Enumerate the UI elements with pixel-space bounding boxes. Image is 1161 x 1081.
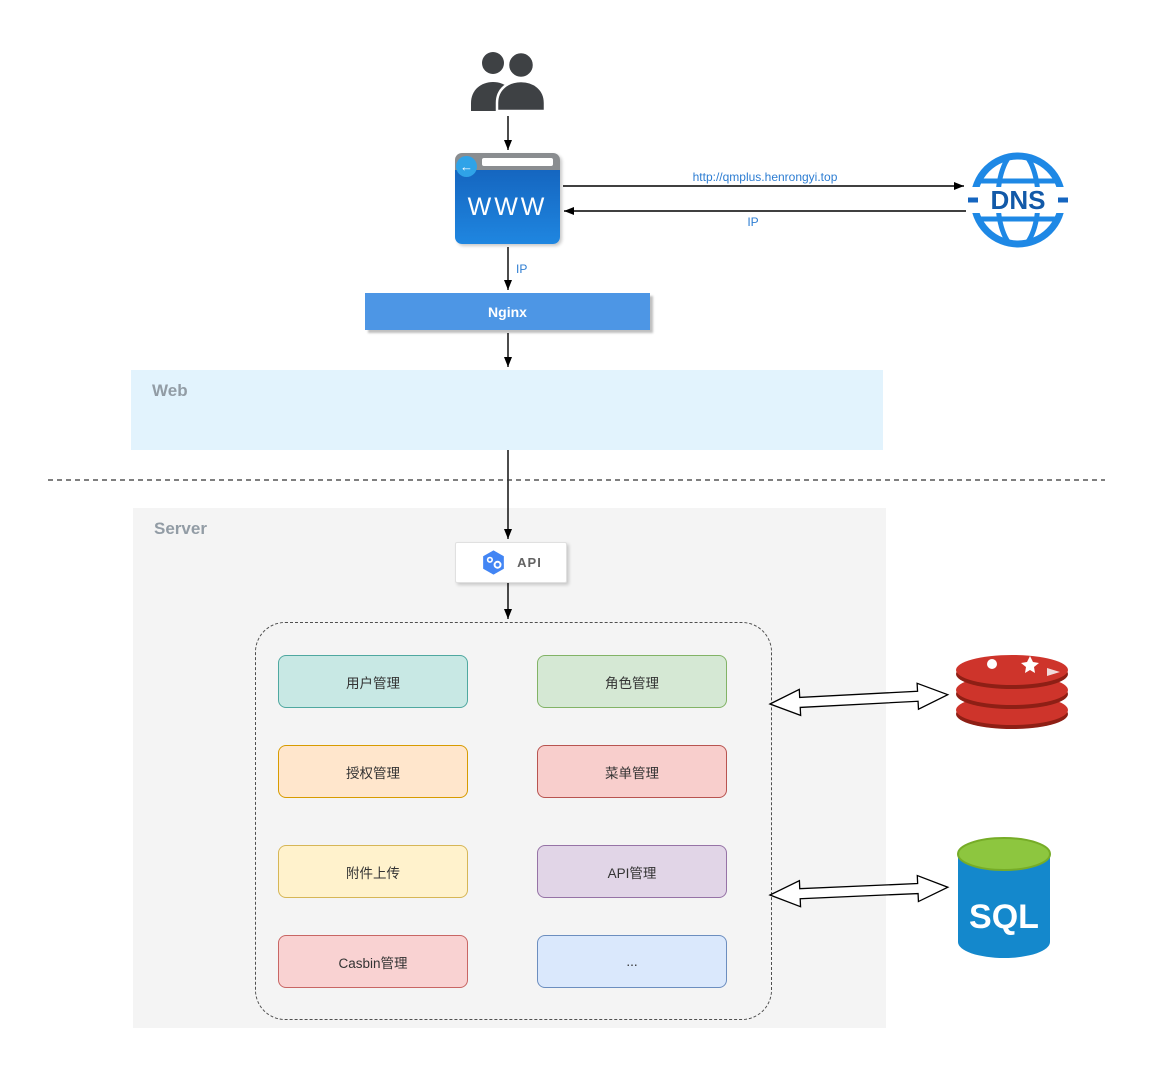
users-icon-svg: [471, 50, 547, 113]
sql-database-icon: SQL: [952, 832, 1056, 964]
module-label: API管理: [607, 865, 657, 881]
module-attachment-upload: 附件上传: [278, 845, 468, 898]
module-label: 菜单管理: [605, 765, 659, 781]
redis-stack-icon: [950, 648, 1074, 732]
module-label: 角色管理: [605, 675, 659, 691]
browser-title-bar: [455, 153, 560, 170]
browser-label: WWW: [467, 192, 548, 221]
sql-label: SQL: [969, 898, 1039, 936]
api-label: API: [517, 555, 542, 570]
users-icon: [470, 50, 547, 113]
module-label: 用户管理: [346, 675, 400, 691]
module-label: 授权管理: [346, 765, 400, 781]
dns-response-label: IP: [747, 215, 759, 229]
module-role-management: 角色管理: [537, 655, 727, 708]
module-authorization-management: 授权管理: [278, 745, 468, 798]
module-label: ...: [626, 954, 638, 969]
api-node: API: [455, 542, 567, 583]
web-region-label: Web: [152, 381, 188, 400]
module-user-management: 用户管理: [278, 655, 468, 708]
browser-ip-label: IP: [516, 262, 528, 276]
dns-request-label: http://qmplus.henrongyi.top: [692, 170, 838, 184]
module-more: ...: [537, 935, 727, 988]
browser-address-bar: [482, 158, 553, 166]
module-label: Casbin管理: [338, 955, 408, 971]
browser-node: ← WWW: [455, 153, 560, 244]
arrow-left-icon: ←: [456, 156, 477, 177]
web-region: Web: [131, 370, 883, 450]
dns-globe-icon: DNS: [968, 150, 1068, 250]
module-group: 用户管理 角色管理 授权管理 菜单管理 附件上传 API管理 Casbin管理 …: [255, 622, 772, 1020]
nginx-node: Nginx: [365, 293, 650, 330]
module-menu-management: 菜单管理: [537, 745, 727, 798]
browser-body: WWW: [455, 170, 560, 244]
module-label: 附件上传: [346, 865, 400, 881]
server-region-label: Server: [154, 519, 207, 538]
server-region: Server: [133, 508, 886, 1028]
api-hexagon-icon: [483, 550, 505, 575]
dns-label: DNS: [991, 185, 1046, 215]
module-api-management: API管理: [537, 845, 727, 898]
module-casbin-management: Casbin管理: [278, 935, 468, 988]
